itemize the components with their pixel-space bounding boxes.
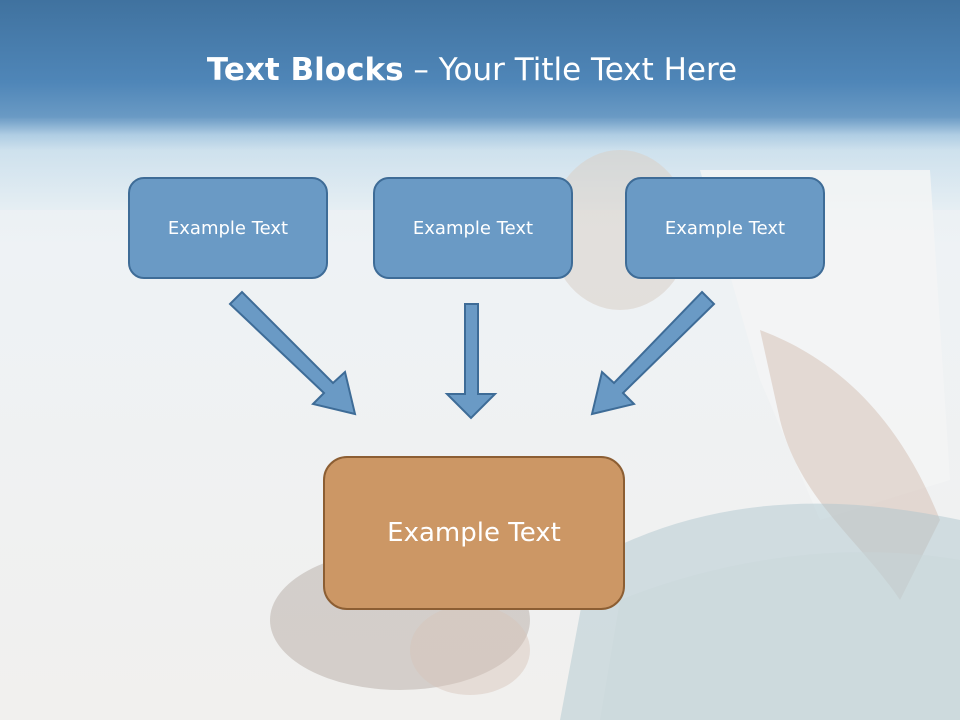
text-block-2-label: Example Text [412,217,534,239]
title-bold: Text Blocks [206,52,404,88]
slide-title: Text Blocks – Your Title Text Here [0,52,944,88]
arrow-right [590,290,716,416]
arrow-left [228,290,357,416]
text-block-3[interactable]: Example Text [625,177,825,279]
text-block-1-label: Example Text [167,217,289,239]
target-block[interactable]: Example Text [323,456,625,610]
title-bar [0,0,960,150]
text-block-1[interactable]: Example Text [128,177,328,279]
text-block-3-label: Example Text [664,217,786,239]
text-block-2[interactable]: Example Text [373,177,573,279]
title-rest: – Your Title Text Here [403,52,738,88]
target-block-label: Example Text [387,518,561,548]
arrow-middle [444,303,498,420]
